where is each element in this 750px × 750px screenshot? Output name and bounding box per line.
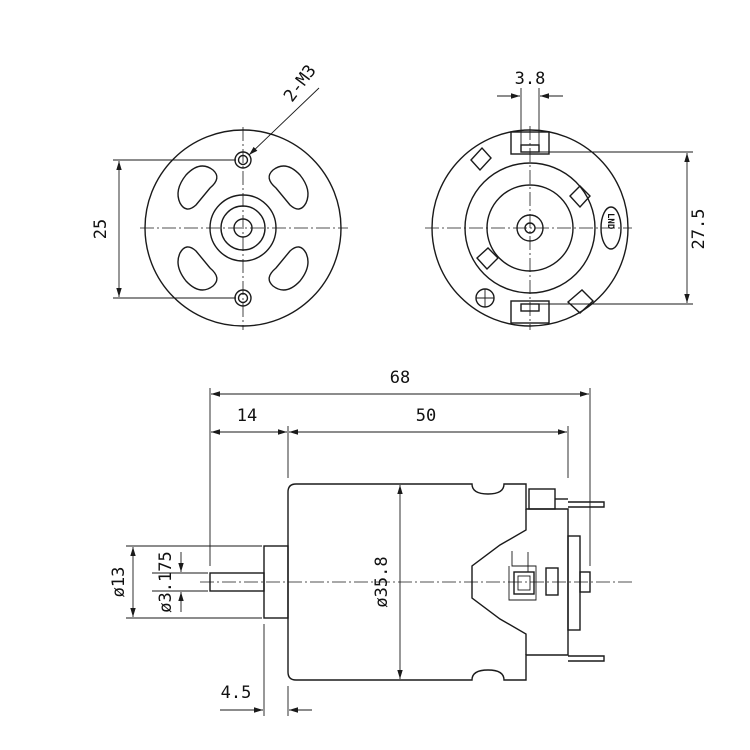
rear-brush-pad-bottom (510, 300, 550, 324)
side-shaft (209, 572, 265, 592)
side-body-outline (287, 483, 569, 681)
hole-spacing-label: 25 (91, 219, 111, 239)
rear-terminal-top (520, 144, 540, 153)
body-diameter-label: ø35.8 (372, 556, 392, 607)
rear-cutout-4 (566, 289, 595, 314)
rear-cutout-2 (569, 185, 591, 209)
hole-callout-label: 2-M3 (280, 61, 321, 106)
side-terminal-pin-bottom (568, 655, 605, 662)
shaft-diameter-label: ø3.175 (156, 551, 176, 612)
terminal-width-label: 3.8 (515, 69, 546, 89)
front-hub-inner (220, 205, 266, 251)
boss-length-label: 4.5 (221, 683, 252, 703)
side-brush-box (513, 571, 535, 595)
side-rear-bushing (567, 535, 581, 631)
vent-slot-bottom-left (177, 246, 218, 291)
rear-view: LND 3.8 27.5 (425, 69, 709, 330)
boss-diameter-label: ø13 (109, 567, 129, 598)
side-brush-inner (517, 575, 531, 591)
front-view: 2-M3 25 (91, 61, 348, 330)
rear-brush-pad-top (510, 131, 550, 155)
rear-bearing-boss-inner (486, 184, 574, 272)
side-rear-shaft (579, 571, 591, 593)
side-terminal-tab (545, 567, 559, 596)
side-view: 68 14 50 ø35.8 ø13 ø3.175 4.5 (109, 368, 632, 716)
front-hub-outer (209, 194, 277, 262)
side-terminal-housing-top (528, 488, 556, 510)
hole-leader-line (248, 87, 320, 156)
vent-slot-bottom-right (268, 246, 309, 291)
side-brush-holder (508, 551, 537, 601)
rear-cutout-1 (470, 146, 492, 172)
rear-terminal-bottom (520, 303, 540, 312)
rear-bearing-ring (516, 214, 544, 242)
vent-slot-top-left (177, 165, 218, 210)
vent-slot-top-right (268, 165, 309, 210)
rear-bearing-boss-outer (464, 162, 596, 294)
shaft-length-label: 14 (237, 406, 257, 426)
overall-length-label: 68 (390, 368, 410, 388)
rear-marking-label: LND (605, 213, 615, 230)
body-length-label: 50 (416, 406, 436, 426)
side-endcap-taper (471, 509, 527, 655)
rear-cutout-3 (476, 247, 499, 271)
rear-marking-oval (600, 206, 622, 250)
rear-shaft-end (524, 222, 536, 234)
front-shaft (233, 218, 253, 238)
terminal-spacing-label: 27.5 (689, 209, 709, 250)
mount-hole-bottom-inner (237, 292, 249, 304)
mount-hole-top-inner (237, 154, 249, 166)
side-terminal-pin-top (568, 501, 605, 508)
